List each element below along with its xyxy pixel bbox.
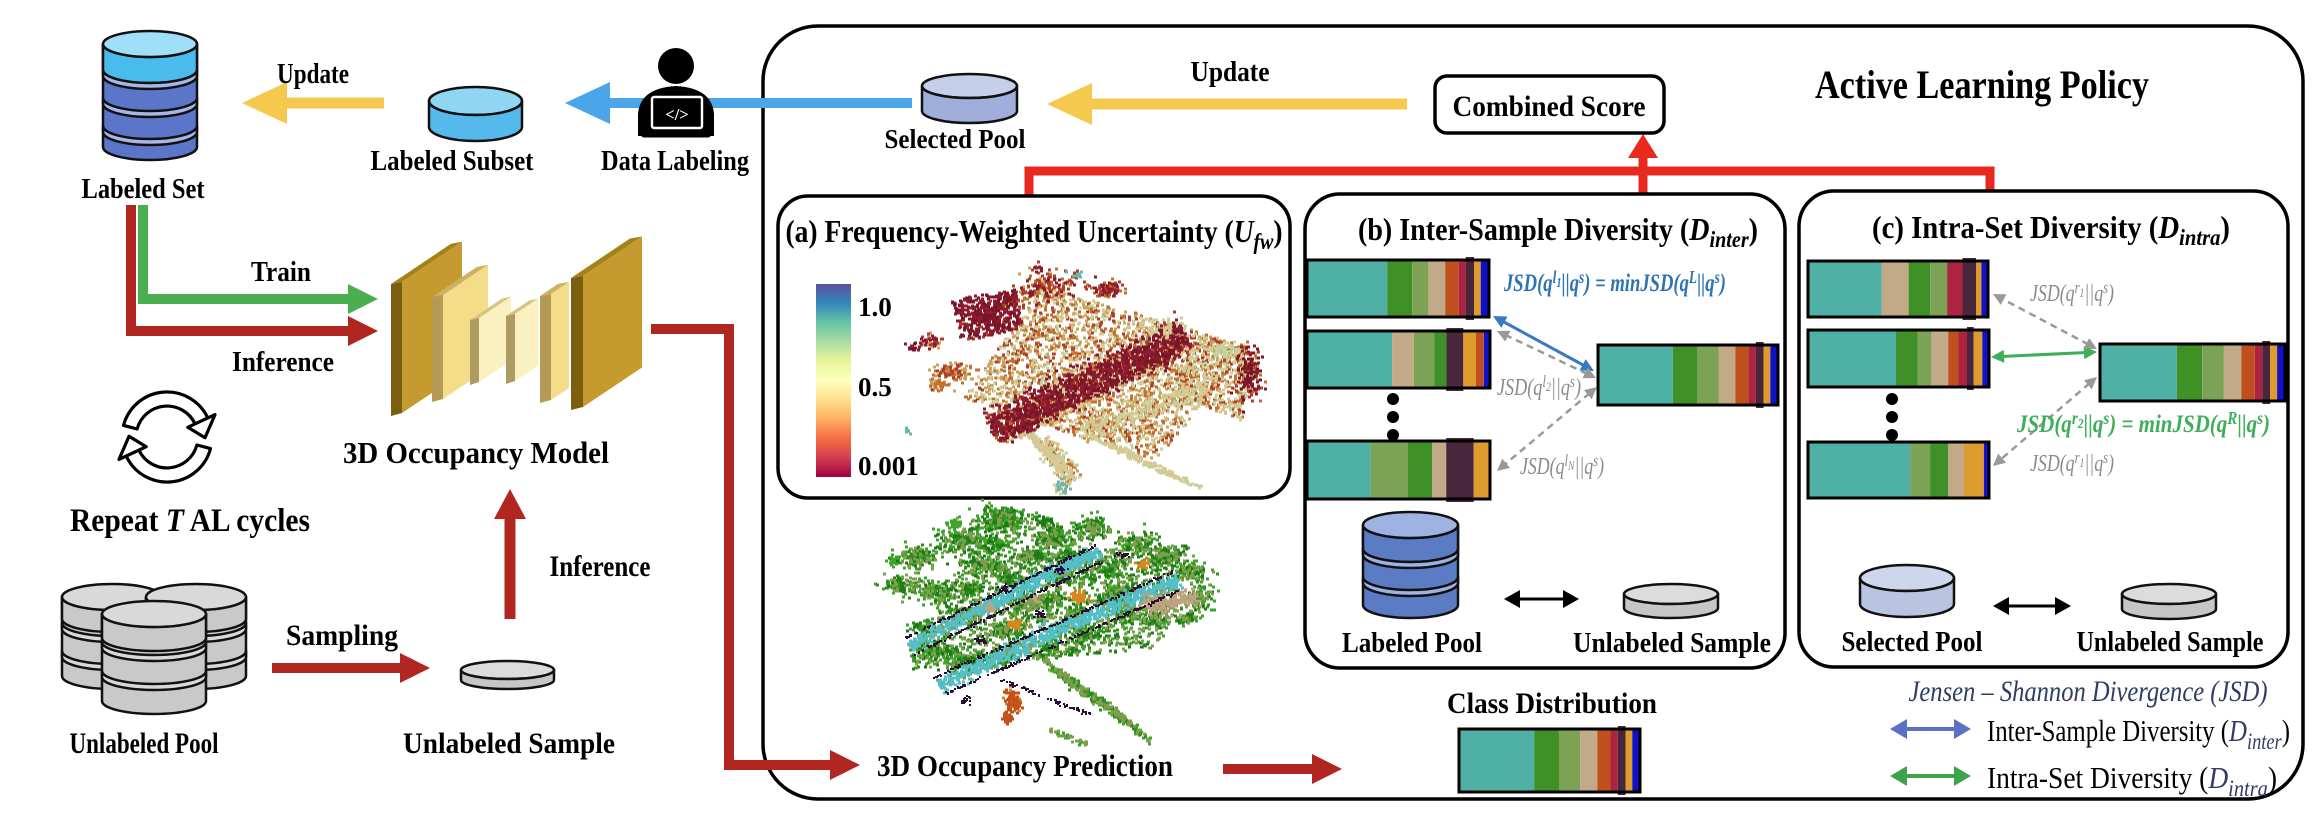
svg-text:(c) Intra-Set Diversity (Dintr: (c) Intra-Set Diversity (Dintra): [1872, 209, 2230, 250]
svg-text:Unlabeled Pool: Unlabeled Pool: [70, 727, 219, 760]
svg-text:3D Occupancy Model: 3D Occupancy Model: [343, 435, 609, 470]
svg-text:Selected Pool: Selected Pool: [1842, 626, 1983, 658]
svg-text:</>: </>: [665, 105, 688, 124]
svg-text:Inference: Inference: [550, 550, 651, 583]
svg-text:(a) Frequency-Weighted Uncerta: (a) Frequency-Weighted Uncertainty (Ufw): [786, 213, 1283, 254]
svg-text:Jensen – Shannon Divergence (J: Jensen – Shannon Divergence (JSD): [1909, 675, 2268, 708]
svg-text:Inter-Sample Diversity (Dinter: Inter-Sample Diversity (Dinter): [1987, 713, 2290, 754]
svg-text:Train: Train: [251, 256, 311, 288]
svg-text:Repeat T AL cycles: Repeat T AL cycles: [70, 503, 310, 539]
svg-text:3D Occupancy Prediction: 3D Occupancy Prediction: [877, 748, 1173, 783]
svg-text:Labeled Pool: Labeled Pool: [1342, 627, 1482, 659]
svg-text:Labeled Set: Labeled Set: [82, 173, 205, 205]
svg-text:JSD(qlN||qs): JSD(qlN||qs): [1520, 451, 1604, 480]
svg-text:Inference: Inference: [232, 346, 334, 378]
svg-text:Labeled Subset: Labeled Subset: [371, 145, 534, 177]
svg-text:1.0: 1.0: [858, 292, 892, 322]
svg-text:Data Labeling: Data Labeling: [601, 145, 749, 177]
svg-text:Sampling: Sampling: [286, 619, 398, 652]
svg-text:Update: Update: [277, 58, 349, 90]
svg-text:Update: Update: [1191, 56, 1270, 88]
svg-text:Unlabeled Sample: Unlabeled Sample: [2077, 626, 2264, 658]
svg-text:Active Learning Policy: Active Learning Policy: [1815, 62, 2149, 107]
svg-text:Unlabeled Sample: Unlabeled Sample: [403, 727, 615, 760]
svg-text:JSD(ql2||qs): JSD(ql2||qs): [1497, 372, 1581, 401]
svg-text:JSD(qr1||qs): JSD(qr1||qs): [2030, 278, 2114, 307]
svg-text:Combined Score: Combined Score: [1453, 90, 1646, 123]
svg-text:JSD(qr2||qs) = minJSD(qR||qs): JSD(qr2||qs) = minJSD(qR||qs): [2016, 408, 2270, 438]
svg-text:JSD(qr1||qs): JSD(qr1||qs): [2030, 448, 2114, 477]
svg-text:0.5: 0.5: [858, 372, 892, 402]
svg-text:JSD(ql1||qs) = minJSD(qL||qs): JSD(ql1||qs) = minJSD(qL||qs): [1503, 267, 1726, 297]
svg-text:0.001: 0.001: [858, 451, 919, 481]
svg-text:Selected Pool: Selected Pool: [885, 124, 1026, 154]
svg-text:Unlabeled Sample: Unlabeled Sample: [1573, 627, 1771, 659]
svg-text:Class Distribution: Class Distribution: [1447, 687, 1657, 720]
svg-text:(b) Inter-Sample Diversity (Di: (b) Inter-Sample Diversity (Dinter): [1358, 211, 1758, 252]
